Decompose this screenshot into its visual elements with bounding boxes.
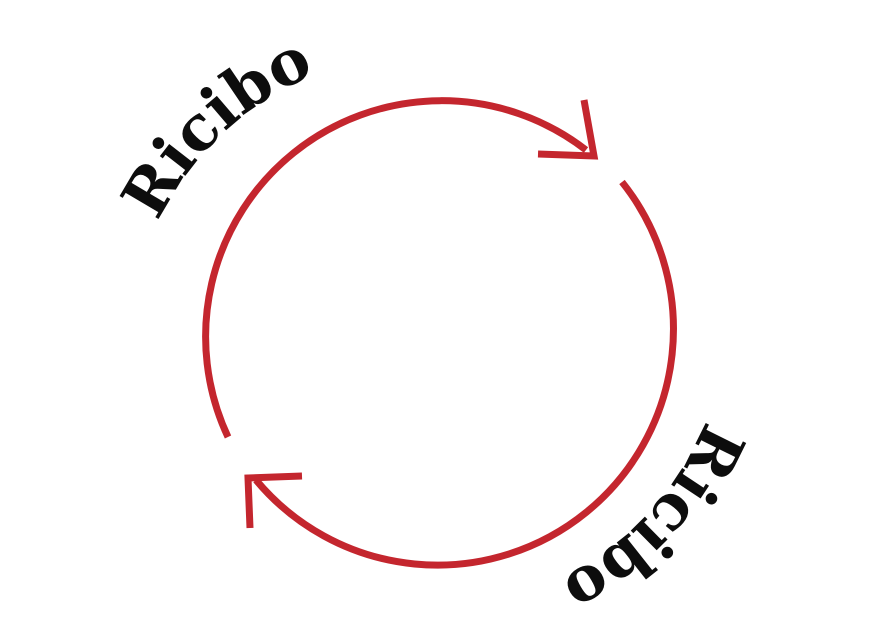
cycle-arrow-top [202,97,589,439]
cycle-arrow-bottom [253,179,677,569]
arrowhead-top-icon [537,99,599,160]
cycle-label-top: Ricibo [107,21,322,229]
cycle-label-bottom: Ricibo [553,414,759,630]
arrowhead-bottom-icon [244,472,303,529]
